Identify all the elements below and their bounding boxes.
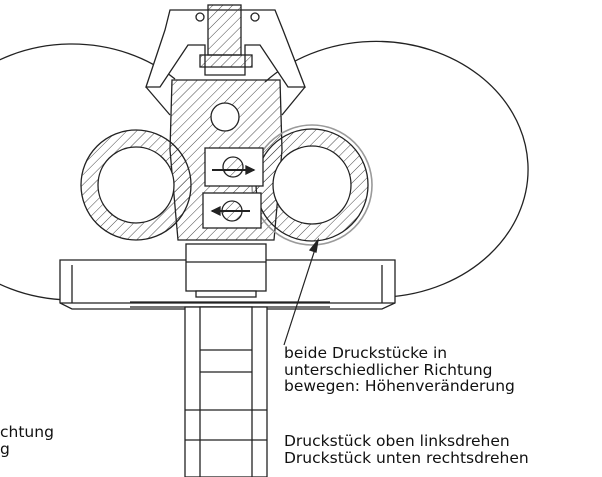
annotation-line: g — [0, 439, 10, 458]
body-bore — [210, 102, 240, 132]
annotation-block-2: Druckstück oben linksdrehen Druckstück u… — [284, 433, 529, 466]
annotation-line: bewegen: Höhenveränderung — [284, 377, 515, 395]
annotation-block-1: beide Druckstücke in unterschiedlicher R… — [284, 345, 515, 395]
annotation-line: beide Druckstücke in — [284, 344, 448, 362]
callout-leader — [283, 239, 319, 346]
central-hub — [185, 243, 267, 292]
annotation-line: unterschiedlicher Richtung — [284, 360, 493, 379]
annotation-line: Druckstück unten rechtsdrehen — [284, 448, 529, 467]
left-cropped-annotation: chtung g — [0, 424, 54, 457]
annotation-line: chtung — [0, 423, 54, 441]
annotation-line: Druckstück oben linksdrehen — [284, 432, 510, 450]
